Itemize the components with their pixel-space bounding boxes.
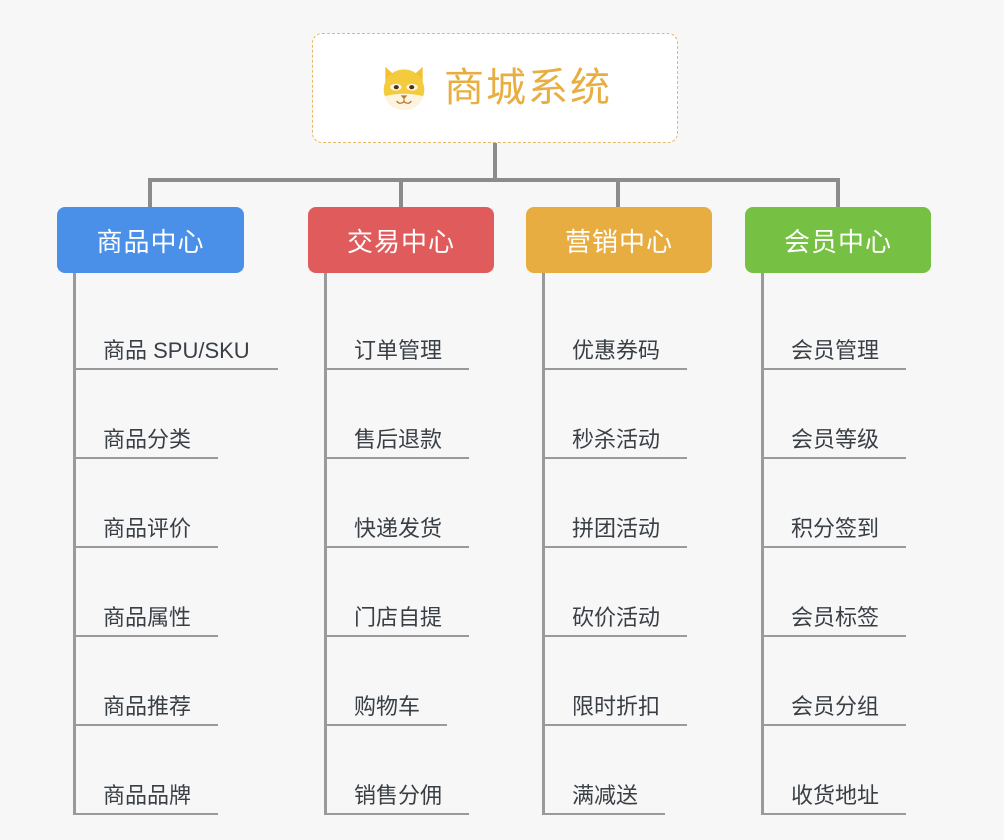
leaf-item-rule bbox=[761, 546, 906, 548]
leaf-item-label: 会员管理 bbox=[791, 338, 880, 363]
leaf-item-rule bbox=[761, 813, 906, 815]
root-stem bbox=[493, 143, 497, 182]
root-node[interactable]: 商城系统 bbox=[312, 33, 678, 143]
leaf-item-label: 售后退款 bbox=[354, 427, 443, 452]
leaf-item-rule bbox=[324, 457, 469, 459]
leaf-item-label: 限时折扣 bbox=[572, 694, 661, 719]
leaf-item-rule bbox=[542, 368, 687, 370]
leaf-item-rule bbox=[73, 724, 218, 726]
category-header-1[interactable]: 商品中心 bbox=[57, 207, 244, 273]
drop-line-4 bbox=[836, 178, 840, 207]
leaf-item-label: 商品品牌 bbox=[103, 783, 192, 808]
leaf-item-rule bbox=[73, 368, 278, 370]
leaf-item-rule bbox=[73, 457, 218, 459]
category-spine-2 bbox=[324, 273, 327, 815]
leaf-item-rule bbox=[761, 635, 906, 637]
leaf-item-label: 会员标签 bbox=[791, 605, 880, 630]
leaf-item-label: 购物车 bbox=[354, 694, 421, 719]
leaf-item-rule bbox=[542, 813, 665, 815]
leaf-item-label: 秒杀活动 bbox=[572, 427, 661, 452]
leaf-item-rule bbox=[761, 368, 906, 370]
leaf-item-rule bbox=[324, 635, 469, 637]
leaf-item-rule bbox=[324, 813, 469, 815]
leaf-item-label: 商品推荐 bbox=[103, 694, 192, 719]
drop-line-3 bbox=[616, 178, 620, 207]
leaf-item-label: 收货地址 bbox=[791, 783, 880, 808]
leaf-item-label: 满减送 bbox=[572, 783, 639, 808]
leaf-item-label: 订单管理 bbox=[354, 338, 443, 363]
leaf-item-label: 优惠券码 bbox=[572, 338, 661, 363]
leaf-item-label: 商品 SPU/SKU bbox=[103, 338, 250, 363]
leaf-item-label: 门店自提 bbox=[354, 605, 443, 630]
leaf-item-rule bbox=[324, 368, 469, 370]
category-header-4[interactable]: 会员中心 bbox=[745, 207, 931, 273]
category-header-2[interactable]: 交易中心 bbox=[308, 207, 494, 273]
category-header-3[interactable]: 营销中心 bbox=[526, 207, 712, 273]
leaf-item-rule bbox=[73, 635, 218, 637]
shiba-dog-face-icon bbox=[383, 66, 425, 110]
root-node-label: 商城系统 bbox=[444, 66, 612, 110]
leaf-item-label: 快递发货 bbox=[354, 516, 443, 541]
leaf-item-label: 销售分佣 bbox=[354, 783, 443, 808]
category-column-4: 会员中心会员管理会员等级积分签到会员标签会员分组收货地址 bbox=[745, 207, 931, 815]
leaf-item-label: 商品评价 bbox=[103, 516, 192, 541]
leaf-item-label: 砍价活动 bbox=[572, 605, 661, 630]
category-column-1: 商品中心商品 SPU/SKU 商品分类商品评价商品属性商品推荐商品品牌 bbox=[57, 207, 278, 815]
category-column-2: 交易中心订单管理售后退款快递发货门店自提购物车销售分佣 bbox=[308, 207, 494, 815]
leaf-item-rule bbox=[542, 635, 687, 637]
drop-line-2 bbox=[399, 178, 403, 207]
leaf-item-rule bbox=[324, 724, 447, 726]
leaf-item-label: 商品分类 bbox=[103, 427, 192, 452]
category-spine-3 bbox=[542, 273, 545, 815]
leaf-item-rule bbox=[324, 546, 469, 548]
drop-line-1 bbox=[148, 178, 152, 207]
leaf-item-rule bbox=[73, 546, 218, 548]
category-spine-1 bbox=[73, 273, 76, 815]
category-column-3: 营销中心优惠券码秒杀活动拼团活动砍价活动限时折扣满减送 bbox=[526, 207, 712, 815]
leaf-item-rule bbox=[761, 724, 906, 726]
leaf-item-label: 会员分组 bbox=[791, 694, 880, 719]
leaf-item-label: 商品属性 bbox=[103, 605, 192, 630]
leaf-item-label: 拼团活动 bbox=[572, 516, 661, 541]
leaf-item-rule bbox=[542, 724, 687, 726]
category-spine-4 bbox=[761, 273, 764, 815]
leaf-item-label: 会员等级 bbox=[791, 427, 880, 452]
leaf-item-rule bbox=[761, 457, 906, 459]
horizontal-bus bbox=[148, 178, 840, 182]
leaf-item-rule bbox=[542, 457, 687, 459]
leaf-item-label: 积分签到 bbox=[791, 516, 880, 541]
leaf-item-rule bbox=[73, 813, 218, 815]
leaf-item-rule bbox=[542, 546, 687, 548]
